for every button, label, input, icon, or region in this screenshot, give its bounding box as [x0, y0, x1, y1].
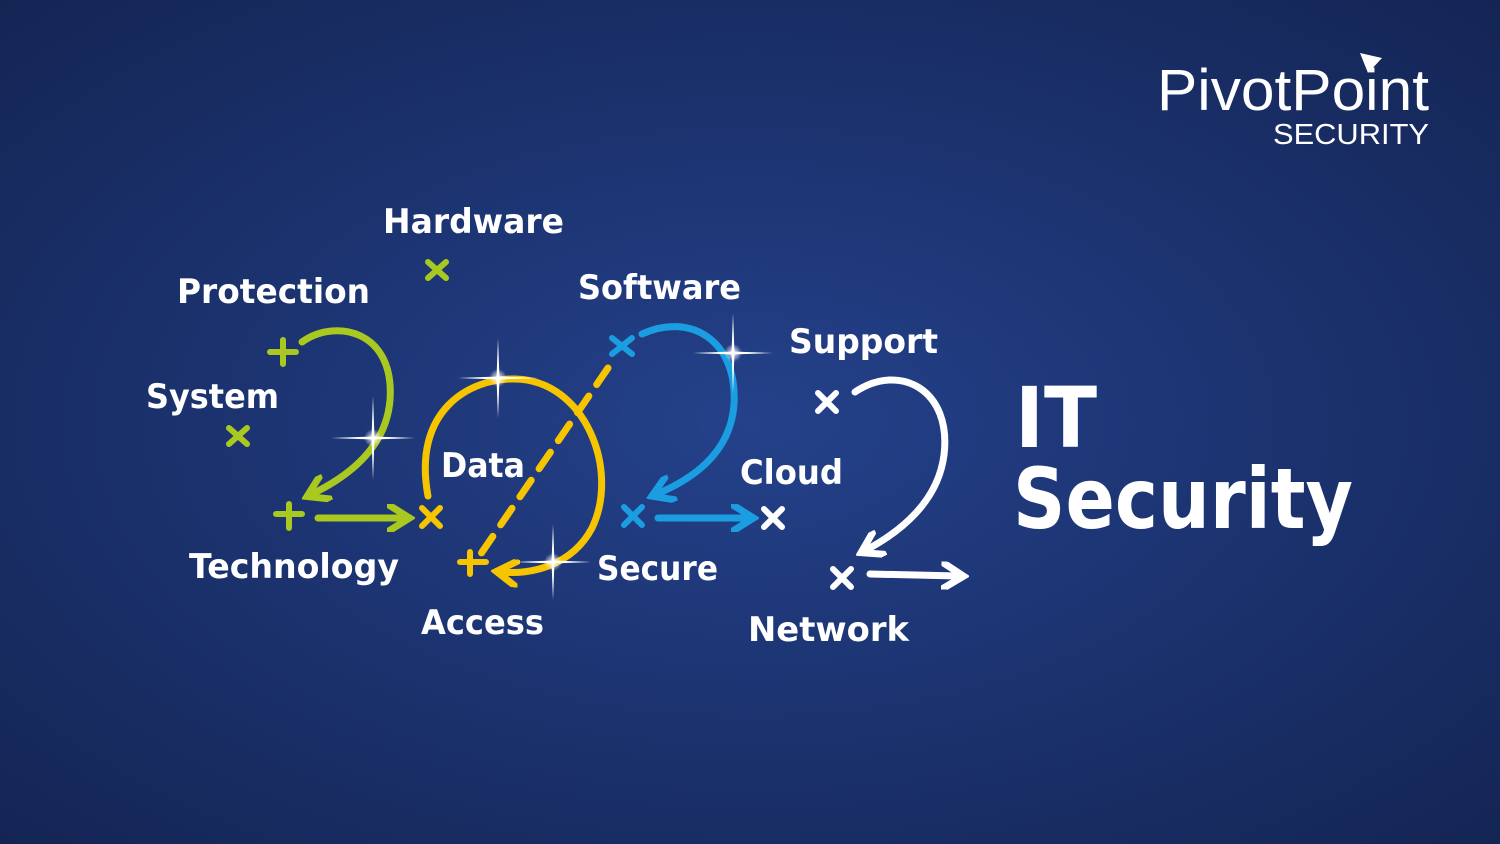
word-system: System [146, 377, 279, 417]
sparkle-icon [331, 396, 415, 480]
sparkle-icon [693, 313, 773, 393]
pivotpoint-logo: PivotPoint SECURITY [1157, 53, 1429, 151]
word-technology: Technology [189, 547, 399, 587]
cross-icon [267, 337, 299, 367]
cross-marks [226, 259, 854, 590]
word-hardware: Hardware [383, 202, 564, 242]
cross-icon [621, 504, 645, 528]
headline-it: IT [1015, 369, 1097, 467]
cross-icon [761, 506, 785, 530]
cross-icon [457, 549, 489, 577]
sparkle-icon [458, 338, 538, 418]
word-access: Access [421, 603, 544, 643]
logo-sub: SECURITY [1273, 119, 1429, 151]
white-digit-2 [851, 376, 958, 576]
logo-triangle-icon [1360, 53, 1382, 73]
cross-icon [830, 566, 854, 590]
sparkle-icon [515, 524, 591, 600]
sparkles [331, 313, 773, 600]
blue-digit-2 [638, 323, 748, 518]
cross-icon [815, 390, 839, 414]
green-digit-2 [298, 327, 404, 518]
cross-icon [425, 259, 449, 281]
word-software: Software [578, 268, 741, 308]
logo-name: PivotPoint [1157, 58, 1429, 123]
word-support: Support [789, 322, 938, 362]
yellow-digit-0 [421, 364, 612, 573]
word-data: Data [441, 446, 525, 486]
word-protection: Protection [177, 272, 370, 312]
cross-icon [226, 425, 250, 447]
cross-icon [273, 501, 305, 531]
headline-security: Security [1013, 450, 1353, 548]
word-cloud: Cloud [740, 453, 843, 493]
word-secure: Secure [597, 549, 718, 589]
word-network: Network [748, 610, 910, 650]
cross-icon [609, 335, 635, 357]
cross-icon [419, 505, 443, 529]
